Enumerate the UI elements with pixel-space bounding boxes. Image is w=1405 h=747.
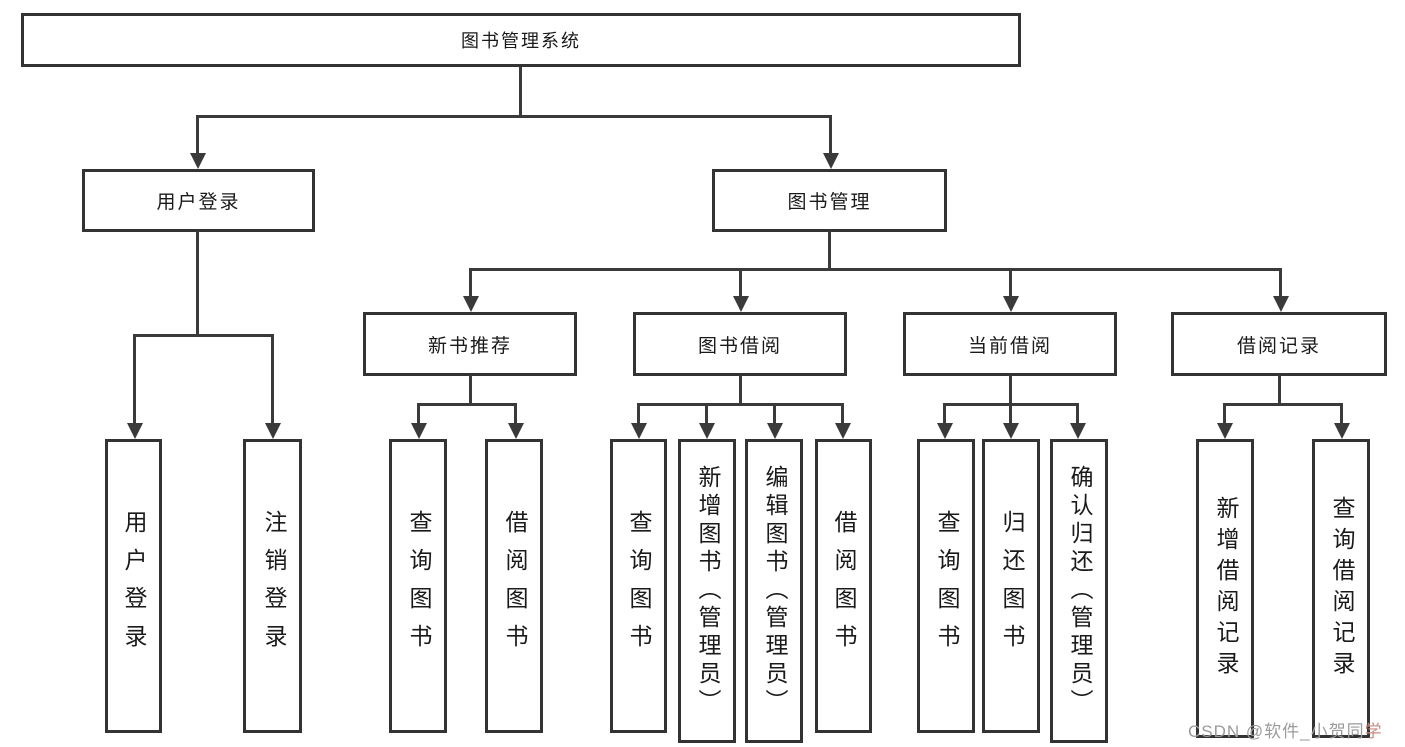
connector-line: [469, 375, 472, 406]
arrow-down-icon: [1003, 296, 1019, 312]
connector-line: [829, 115, 832, 155]
connector-line: [1009, 403, 1012, 424]
arrow-down-icon: [1070, 423, 1086, 439]
connector-line: [1009, 268, 1012, 298]
leaf-user-login: 用户登录: [105, 439, 162, 733]
arrow-down-icon: [127, 423, 143, 439]
connector-line: [841, 403, 844, 424]
leaf-borrow-books-recommend: 借阅图书: [485, 439, 543, 733]
arrow-down-icon: [1003, 423, 1019, 439]
connector-line: [739, 268, 742, 298]
leaf-query-books-borrow: 查询图书: [610, 439, 667, 733]
connector-line: [196, 231, 199, 337]
leaf-borrow-books: 借阅图书: [815, 439, 872, 733]
connector-line: [196, 115, 199, 155]
connector-line: [705, 403, 708, 424]
arrow-down-icon: [508, 423, 524, 439]
node-user-login: 用户登录: [82, 169, 315, 232]
arrow-down-icon: [463, 296, 479, 312]
arrow-down-icon: [1217, 423, 1233, 439]
connector-line: [828, 231, 831, 271]
arrow-down-icon: [699, 423, 715, 439]
watermark-text-accent: 学: [1364, 722, 1383, 741]
connector-line: [1279, 268, 1282, 298]
node-current-borrow: 当前借阅: [903, 312, 1117, 376]
connector-line: [469, 268, 1282, 271]
node-new-book-recommend: 新书推荐: [363, 312, 577, 376]
arrow-down-icon: [937, 423, 953, 439]
connector-line: [773, 403, 776, 424]
arrow-down-icon: [1334, 423, 1350, 439]
leaf-query-books-recommend: 查询图书: [389, 439, 447, 733]
node-library-system: 图书管理系统: [21, 13, 1021, 67]
connector-line: [196, 115, 832, 118]
connector-line: [1009, 375, 1012, 406]
node-book-borrow: 图书借阅: [633, 312, 847, 376]
connector-line: [1278, 375, 1281, 406]
leaf-add-book-admin: 新增图书（管理员）: [678, 439, 736, 743]
connector-line: [1076, 403, 1079, 424]
arrow-down-icon: [265, 423, 281, 439]
leaf-confirm-return-admin: 确认归还（管理员）: [1050, 439, 1108, 743]
connector-line: [1223, 403, 1343, 406]
connector-line: [417, 403, 517, 406]
connector-line: [271, 334, 274, 424]
leaf-query-borrow-record: 查询借阅记录: [1312, 439, 1370, 738]
connector-line: [133, 334, 136, 424]
leaf-query-books-current: 查询图书: [917, 439, 975, 733]
connector-line: [514, 403, 517, 424]
leaf-edit-book-admin: 编辑图书（管理员）: [745, 439, 803, 743]
connector-line: [739, 375, 742, 406]
csdn-watermark: CSDN @软件_小贺同学: [1188, 717, 1383, 742]
connector-line: [637, 403, 844, 406]
connector-line: [637, 403, 640, 424]
connector-line: [133, 334, 274, 337]
node-borrow-records: 借阅记录: [1171, 312, 1387, 376]
arrow-down-icon: [631, 423, 647, 439]
arrow-down-icon: [190, 153, 206, 169]
arrow-down-icon: [767, 423, 783, 439]
connector-line: [1340, 403, 1343, 424]
node-book-management: 图书管理: [712, 169, 947, 232]
arrow-down-icon: [823, 153, 839, 169]
leaf-return-book: 归还图书: [982, 439, 1040, 733]
arrow-down-icon: [835, 423, 851, 439]
connector-line: [519, 67, 522, 118]
arrow-down-icon: [411, 423, 427, 439]
leaf-add-borrow-record: 新增借阅记录: [1196, 439, 1254, 738]
arrow-down-icon: [733, 296, 749, 312]
connector-line: [417, 403, 420, 424]
watermark-text: CSDN @软件_小贺同: [1188, 722, 1365, 741]
connector-line: [469, 268, 472, 298]
leaf-logout: 注销登录: [243, 439, 302, 733]
connector-line: [1223, 403, 1226, 424]
connector-line: [943, 403, 946, 424]
arrow-down-icon: [1273, 296, 1289, 312]
